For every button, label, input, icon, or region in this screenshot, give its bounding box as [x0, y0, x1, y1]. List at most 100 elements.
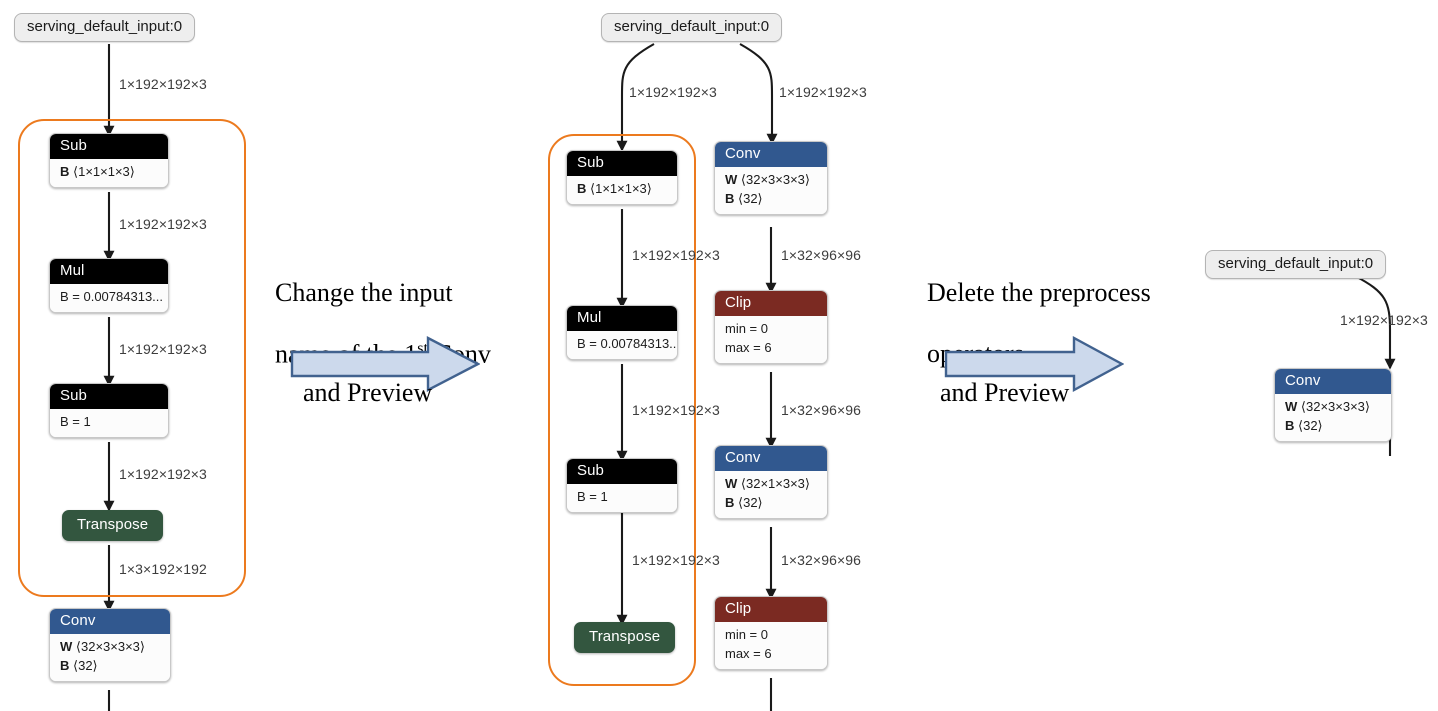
- node-attribute-row: B ⟨32⟩: [725, 190, 817, 209]
- attr-key: B: [725, 495, 735, 511]
- node-type-label: Sub: [50, 384, 168, 410]
- node-conv-2-middle[interactable]: Conv W ⟨32×1×3×3⟩ B ⟨32⟩: [714, 445, 828, 519]
- graph-input-node-left[interactable]: serving_default_input:0: [14, 13, 196, 42]
- attr-value: ⟨32⟩: [1298, 418, 1323, 434]
- edge-label: 1×3×192×192: [119, 561, 207, 577]
- node-attribute-row: B = 0.00784313...: [60, 288, 163, 307]
- attr-value: max = 6: [725, 340, 772, 356]
- attr-value: B = 0.00784313...: [577, 336, 678, 352]
- node-type-label: Conv: [715, 446, 827, 472]
- node-attributes: W ⟨32×3×3×3⟩ B ⟨32⟩: [50, 634, 170, 681]
- node-clip-1-middle[interactable]: Clip min = 0 max = 6: [714, 290, 828, 364]
- node-attribute-row: B ⟨32⟩: [725, 494, 817, 513]
- node-type-label: Conv: [50, 609, 170, 635]
- attr-value: ⟨32×3×3×3⟩: [1300, 399, 1370, 415]
- attr-value: ⟨1×1×1×3⟩: [73, 164, 135, 180]
- node-type-label: Clip: [715, 291, 827, 317]
- node-attributes: B = 1: [567, 484, 677, 513]
- node-type-label: Conv: [1275, 369, 1391, 395]
- node-transpose-middle[interactable]: Transpose: [574, 622, 676, 654]
- attr-value: ⟨32×3×3×3⟩: [75, 639, 145, 655]
- edge-label: 1×192×192×3: [632, 552, 720, 568]
- node-attribute-row: max = 6: [725, 339, 817, 358]
- node-attributes: B = 0.00784313...: [567, 331, 677, 360]
- attr-value: B = 0.00784313...: [60, 289, 164, 305]
- edge-label: 1×32×96×96: [781, 402, 862, 418]
- edge-input-to-conv1-mid: [739, 43, 778, 145]
- node-attribute-row: W ⟨32×3×3×3⟩: [60, 638, 160, 657]
- branch-label-right: 1×192×192×3: [779, 84, 867, 100]
- node-conv-1-middle[interactable]: Conv W ⟨32×3×3×3⟩ B ⟨32⟩: [714, 141, 828, 215]
- attr-key: B: [60, 164, 70, 180]
- attr-value: ⟨32×1×3×3⟩: [740, 476, 810, 492]
- node-attribute-row: W ⟨32×3×3×3⟩: [1285, 398, 1381, 417]
- node-mul-1-middle[interactable]: Mul B = 0.00784313...: [566, 305, 678, 361]
- node-type-label: Transpose: [63, 511, 163, 541]
- attr-key: B: [60, 658, 70, 674]
- attr-key: B: [577, 181, 587, 197]
- node-clip-2-middle[interactable]: Clip min = 0 max = 6: [714, 596, 828, 670]
- node-conv-1-left[interactable]: Conv W ⟨32×3×3×3⟩ B ⟨32⟩: [49, 608, 171, 682]
- node-type-label: Sub: [567, 459, 677, 485]
- node-attribute-row: B ⟨32⟩: [60, 657, 160, 676]
- attr-value: min = 0: [725, 321, 768, 337]
- node-transpose-left[interactable]: Transpose: [62, 510, 164, 542]
- annotation-step1-footer: and Preview: [303, 378, 433, 407]
- annotation-line1: Change the input: [275, 277, 453, 307]
- attr-value: max = 6: [725, 646, 772, 662]
- node-attributes: W ⟨32×1×3×3⟩ B ⟨32⟩: [715, 471, 827, 518]
- node-attributes: min = 0 max = 6: [715, 622, 827, 669]
- attr-value: ⟨32⟩: [73, 658, 98, 674]
- node-attributes: B ⟨1×1×1×3⟩: [567, 176, 677, 205]
- node-attributes: B = 1: [50, 409, 168, 438]
- edge-label: 1×192×192×3: [1340, 312, 1428, 328]
- node-attributes: B = 0.00784313...: [50, 284, 168, 313]
- node-sub-1-middle[interactable]: Sub B ⟨1×1×1×3⟩: [566, 150, 678, 206]
- attr-key: W: [1285, 399, 1298, 415]
- edge-label: 1×192×192×3: [119, 341, 207, 357]
- node-attributes: W ⟨32×3×3×3⟩ B ⟨32⟩: [1275, 394, 1391, 441]
- node-attributes: W ⟨32×3×3×3⟩ B ⟨32⟩: [715, 167, 827, 214]
- node-attribute-row: B ⟨1×1×1×3⟩: [577, 180, 667, 199]
- edge-label: 1×192×192×3: [632, 402, 720, 418]
- node-attribute-row: W ⟨32×1×3×3⟩: [725, 475, 817, 494]
- preprocess-group-outline-middle: [548, 134, 696, 686]
- edge-label: 1×192×192×3: [119, 466, 207, 482]
- attr-value: B = 1: [60, 414, 91, 430]
- attr-key: W: [60, 639, 73, 655]
- node-attribute-row: B = 1: [60, 413, 158, 432]
- node-type-label: Sub: [567, 151, 677, 177]
- attr-key: B: [725, 191, 735, 207]
- node-attributes: B ⟨1×1×1×3⟩: [50, 159, 168, 188]
- node-type-label: Mul: [50, 259, 168, 285]
- attr-value: B = 1: [577, 489, 608, 505]
- node-attribute-row: min = 0: [725, 320, 817, 339]
- node-attribute-row: B ⟨32⟩: [1285, 417, 1381, 436]
- step1-right-arrow-icon: [290, 336, 480, 392]
- attr-value: ⟨32⟩: [738, 495, 763, 511]
- graph-input-node-middle[interactable]: serving_default_input:0: [601, 13, 783, 42]
- node-sub-1-left[interactable]: Sub B ⟨1×1×1×3⟩: [49, 133, 169, 189]
- node-attribute-row: max = 6: [725, 645, 817, 664]
- attr-value: ⟨32×3×3×3⟩: [740, 172, 810, 188]
- node-attribute-row: B = 1: [577, 488, 667, 507]
- edge-label: 1×32×96×96: [781, 552, 862, 568]
- node-attributes: min = 0 max = 6: [715, 316, 827, 363]
- node-sub-2-left[interactable]: Sub B = 1: [49, 383, 169, 439]
- edge-label: 1×32×96×96: [781, 247, 862, 263]
- graph-input-node-right[interactable]: serving_default_input:0: [1205, 250, 1387, 279]
- edge-label: 1×192×192×3: [119, 216, 207, 232]
- preprocess-group-outline-left: [18, 119, 246, 597]
- edge-label: 1×192×192×3: [632, 247, 720, 263]
- node-type-label: Conv: [715, 142, 827, 168]
- node-attribute-row: B = 0.00784313...: [577, 335, 677, 354]
- node-type-label: Transpose: [575, 623, 675, 653]
- annotation-step2-footer: and Preview: [940, 378, 1070, 407]
- node-conv-1-right[interactable]: Conv W ⟨32×3×3×3⟩ B ⟨32⟩: [1274, 368, 1392, 442]
- node-type-label: Mul: [567, 306, 677, 332]
- node-sub-2-middle[interactable]: Sub B = 1: [566, 458, 678, 514]
- node-attribute-row: B ⟨1×1×1×3⟩: [60, 163, 158, 182]
- edge-label: 1×192×192×3: [119, 76, 207, 92]
- node-mul-1-left[interactable]: Mul B = 0.00784313...: [49, 258, 169, 314]
- attr-key: B: [1285, 418, 1295, 434]
